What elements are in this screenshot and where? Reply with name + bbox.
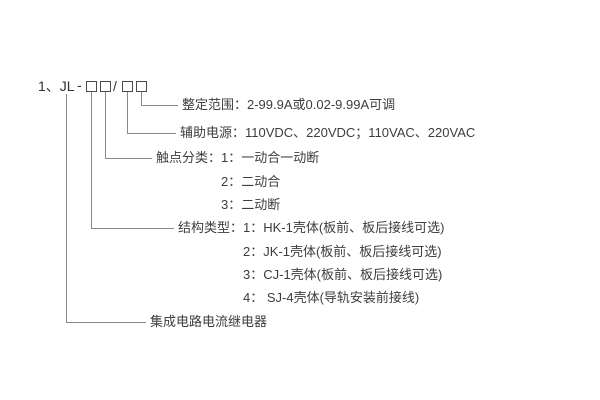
connector-line-contact-type-h <box>105 158 152 159</box>
connector-line-product-name-h <box>66 322 146 323</box>
connector-line-contact-type <box>105 92 106 158</box>
connector-line-setting-range-h <box>141 105 178 106</box>
contact-type-option-2: 2：二动合 <box>221 174 281 189</box>
model-digit-box-4 <box>136 81 147 92</box>
model-code-dash: - <box>77 77 82 93</box>
structure-type-label: 结构类型：1：HK-1壳体(板前、板后接线可选) <box>178 220 445 235</box>
contact-type-option-3: 3：二动断 <box>221 197 281 212</box>
structure-type-option-2: 2：JK-1壳体(板前、板后接线可选) <box>243 244 442 259</box>
model-digit-box-2 <box>100 81 111 92</box>
model-digit-box-1 <box>86 81 97 92</box>
connector-line-aux-power <box>127 92 128 133</box>
model-code-slash: / <box>113 78 117 94</box>
connector-line-aux-power-h <box>127 133 176 134</box>
contact-type-label: 触点分类：1：一动合一动断 <box>156 150 320 165</box>
aux-power-label: 辅助电源：110VDC、220VDC；110VAC、220VAC <box>180 125 476 140</box>
structure-type-option-3: 3：CJ-1壳体(板前、板后接线可选) <box>243 267 443 282</box>
connector-line-structure-type-h <box>91 228 174 229</box>
model-digit-box-3 <box>122 81 133 92</box>
structure-type-option-4: 4： SJ-4壳体(导轨安装前接线) <box>243 290 420 305</box>
product-name-label: 集成电路电流继电器 <box>150 314 268 329</box>
model-code-prefix: 1、JL <box>38 78 75 94</box>
connector-line-structure-type <box>91 92 92 228</box>
connector-line-product-name <box>66 94 67 322</box>
setting-range-label: 整定范围：2-99.9A或0.02-9.99A可调 <box>182 97 396 112</box>
connector-line-setting-range <box>141 92 142 105</box>
